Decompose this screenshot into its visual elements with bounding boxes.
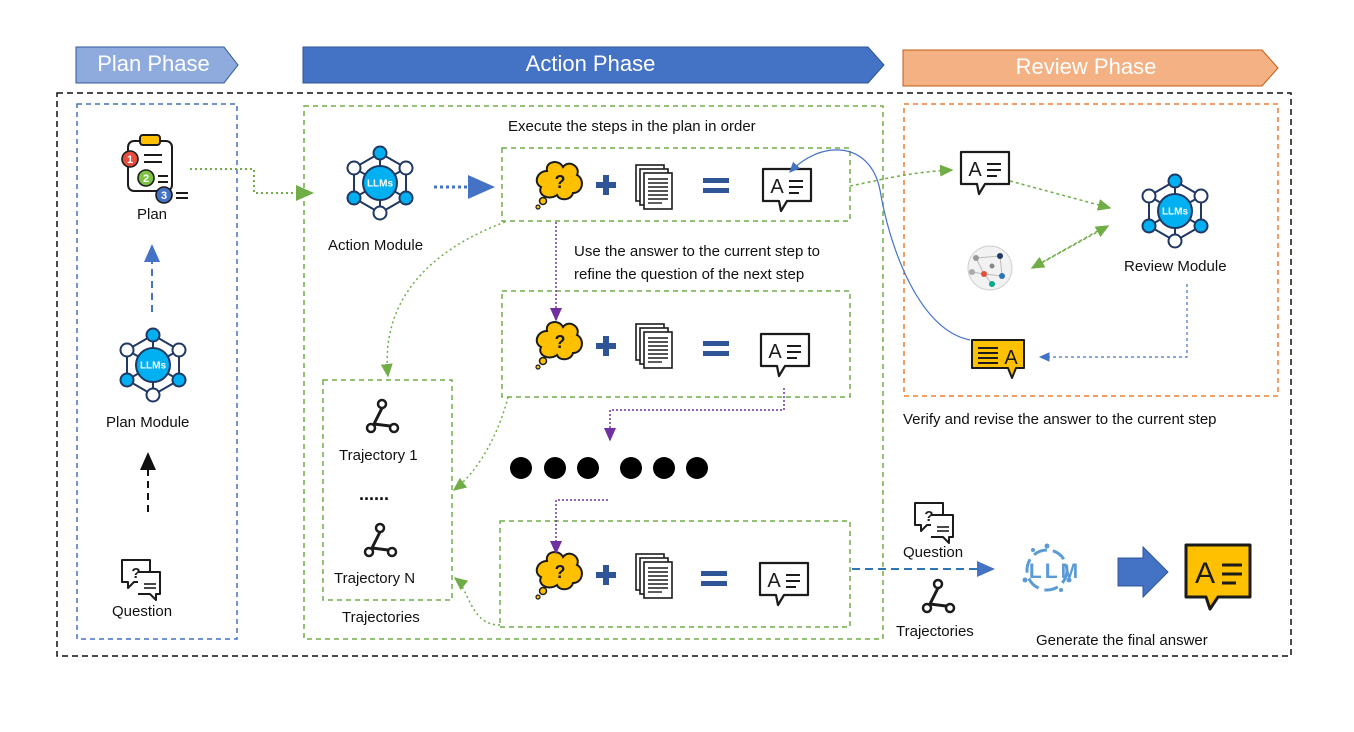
final-trajectories-label: Trajectories bbox=[896, 623, 974, 640]
review-frame bbox=[903, 103, 1279, 397]
final-question-label: Question bbox=[903, 544, 964, 561]
llm-logo-text: LLM bbox=[1029, 560, 1081, 583]
trajectory-n-icon bbox=[363, 522, 398, 558]
trajectory-dots: ...... bbox=[359, 484, 390, 504]
review-phase-banner bbox=[902, 49, 1279, 87]
svg-text:1: 1 bbox=[127, 154, 133, 166]
svg-text:A: A bbox=[1004, 347, 1018, 369]
final-caption: Generate the final answer bbox=[1036, 632, 1208, 649]
plan-phase-label: Plan Phase bbox=[97, 51, 210, 76]
thought-question-icon-n bbox=[535, 551, 583, 600]
final-arrow-icon bbox=[1117, 545, 1169, 599]
action-frame bbox=[303, 105, 884, 640]
plus-icon-2 bbox=[596, 336, 616, 356]
review-answer-bubble-icon bbox=[959, 150, 1011, 196]
answer-bubble-icon-2 bbox=[759, 332, 811, 378]
documents-icon-1 bbox=[635, 164, 673, 210]
answer-bubble-icon-n bbox=[758, 561, 810, 607]
equals-icon-1 bbox=[703, 178, 729, 193]
review-module-label: Review Module bbox=[1124, 258, 1227, 275]
plan-phase-banner bbox=[75, 46, 239, 84]
documents-icon-2 bbox=[635, 323, 673, 369]
review-caption: Verify and revise the answer to the curr… bbox=[903, 411, 1217, 428]
trajectory-1-label: Trajectory 1 bbox=[339, 447, 418, 464]
answer-bubble-icon-1 bbox=[761, 167, 813, 213]
final-trajectories-icon bbox=[921, 578, 956, 614]
step-box-2 bbox=[501, 290, 851, 398]
question-icon bbox=[121, 559, 161, 601]
svg-text:3: 3 bbox=[161, 190, 167, 202]
action-phase-banner bbox=[302, 46, 885, 84]
question-label: Question bbox=[112, 603, 173, 620]
step-box-1 bbox=[501, 147, 851, 222]
review-llm-icon bbox=[1141, 173, 1209, 249]
plan-label: Plan bbox=[137, 206, 168, 223]
refine-caption-line2: refine the question of the next step bbox=[574, 266, 805, 283]
knowledge-graph-icon bbox=[967, 245, 1013, 291]
plan-module-label: Plan Module bbox=[106, 414, 190, 431]
action-llm-icon bbox=[346, 145, 414, 221]
action-caption-top: Execute the steps in the plan in order bbox=[508, 118, 756, 135]
review-phase-label: Review Phase bbox=[1015, 54, 1157, 79]
plan-frame bbox=[76, 103, 238, 640]
ellipsis-dots bbox=[510, 457, 708, 479]
action-module-label: Action Module bbox=[328, 237, 424, 254]
action-phase-label: Action Phase bbox=[525, 51, 656, 76]
documents-icon-n bbox=[635, 553, 673, 599]
thought-question-icon-1 bbox=[535, 161, 583, 210]
svg-text:A: A bbox=[1195, 557, 1215, 590]
clipboard-plan-icon: 1 2 3 bbox=[121, 134, 188, 204]
equals-icon-2 bbox=[703, 341, 729, 356]
trajectories-caption: Trajectories bbox=[342, 609, 420, 626]
llm-logo-icon: LLM bbox=[1022, 543, 1081, 592]
thought-question-icon-2 bbox=[535, 321, 583, 370]
plan-llm-icon bbox=[119, 327, 187, 403]
plus-icon-1 bbox=[596, 175, 616, 195]
step-box-n bbox=[499, 520, 851, 628]
svg-text:2: 2 bbox=[143, 173, 149, 185]
plus-icon-n bbox=[596, 565, 616, 585]
trajectory-1-icon bbox=[365, 398, 400, 434]
refine-caption-line1: Use the answer to the current step to bbox=[574, 243, 820, 260]
equals-icon-n bbox=[701, 571, 727, 586]
trajectory-n-label: Trajectory N bbox=[334, 570, 416, 587]
outer-frame bbox=[56, 92, 1292, 657]
final-answer-icon: A bbox=[1184, 543, 1252, 611]
trajectories-box bbox=[322, 379, 453, 601]
final-question-icon bbox=[914, 502, 954, 544]
revised-answer-icon: A bbox=[971, 339, 1025, 379]
